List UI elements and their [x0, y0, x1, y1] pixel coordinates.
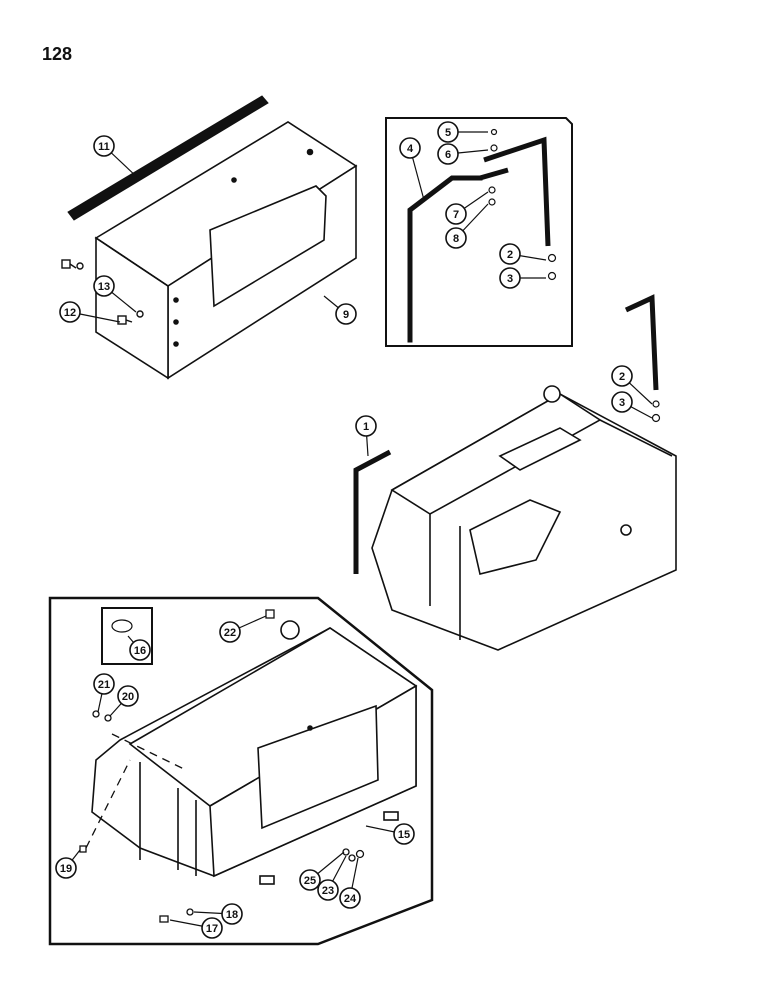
callout-circle [445, 203, 467, 225]
callout-circle [55, 857, 77, 879]
callout-c4: 4 [399, 137, 425, 201]
lower-inset-frame [48, 596, 434, 946]
callout-label: 21 [98, 679, 110, 691]
callout-label: 24 [344, 893, 357, 905]
callout-label: 4 [407, 143, 414, 155]
callout-circle [499, 267, 521, 289]
callout-c2b: 2 [611, 365, 653, 405]
callout-circle [59, 301, 81, 323]
callout-c11: 11 [93, 135, 139, 179]
callout-c8: 8 [445, 203, 489, 249]
callout-circle [117, 685, 139, 707]
callout-circle [93, 275, 115, 297]
callout-circle [93, 673, 115, 695]
callout-label: 6 [445, 149, 451, 161]
callout-c12: 12 [59, 301, 121, 323]
callout-circle [393, 823, 415, 845]
callout-label: 22 [224, 627, 236, 639]
callout-circle [499, 243, 521, 265]
callout-circle [129, 639, 151, 661]
callout-c9: 9 [323, 295, 357, 325]
callout-c2a: 2 [499, 243, 547, 265]
callout-circle [317, 879, 339, 901]
callout-c22: 22 [219, 615, 267, 643]
callout-circle [611, 391, 633, 413]
tank-assembly-part [91, 620, 418, 885]
callout-circle [221, 903, 243, 925]
bolt-part [61, 259, 144, 325]
callout-label: 15 [398, 829, 410, 841]
callout-label: 8 [453, 233, 459, 245]
callout-label: 12 [64, 307, 76, 319]
callout-circle [93, 135, 115, 157]
callout-c15: 15 [365, 823, 415, 845]
callout-label: 13 [98, 281, 110, 293]
callout-circle [399, 137, 421, 159]
callout-circle [335, 303, 357, 325]
callout-label: 1 [363, 421, 369, 433]
callout-label: 19 [60, 863, 72, 875]
strap-part [353, 294, 661, 574]
callout-c5: 5 [437, 121, 488, 143]
page-number: 128 [42, 44, 73, 64]
straps-inset-box [385, 117, 573, 347]
callout-c13: 13 [93, 275, 137, 313]
callout-label: 16 [134, 645, 146, 657]
callout-circle [355, 415, 377, 437]
callout-label: 9 [343, 309, 349, 321]
callout-label: 3 [507, 273, 513, 285]
callout-c24: 24 [339, 857, 361, 909]
callout-label: 5 [445, 127, 451, 139]
callout-circle [219, 621, 241, 643]
callout-c3a: 3 [499, 267, 546, 289]
callout-c18: 18 [193, 903, 243, 925]
callout-label: 18 [226, 909, 238, 921]
callout-circle [339, 887, 361, 909]
callout-label: 25 [304, 875, 316, 887]
callout-circle [611, 365, 633, 387]
callout-c17: 17 [169, 917, 223, 939]
callout-c20: 20 [109, 685, 139, 717]
callout-c16: 16 [127, 635, 151, 661]
cover-panel-part [94, 121, 358, 380]
callout-label: 20 [122, 691, 134, 703]
callout-circle [445, 227, 467, 249]
callout-c6: 6 [437, 143, 489, 165]
callout-c23: 23 [317, 855, 347, 901]
callout-c25: 25 [299, 851, 345, 891]
callout-label: 2 [619, 371, 625, 383]
callout-c21: 21 [93, 673, 115, 713]
weather-strip-part [67, 95, 269, 221]
callout-label: 17 [206, 923, 218, 935]
callout-label: 3 [619, 397, 625, 409]
callout-circle [437, 143, 459, 165]
callout-label: 23 [322, 885, 334, 897]
callout-label: 2 [507, 249, 513, 261]
callout-circle [299, 869, 321, 891]
fuel-tank-part [371, 385, 677, 651]
callout-label: 11 [98, 141, 110, 153]
callout-c7: 7 [445, 191, 489, 225]
callout-c19: 19 [55, 849, 81, 879]
callout-c1: 1 [355, 415, 377, 457]
callout-label: 7 [453, 209, 459, 221]
callout-circle [201, 917, 223, 939]
fastener-part [79, 609, 365, 923]
callout-c3b: 3 [611, 391, 653, 419]
callout-circle [437, 121, 459, 143]
